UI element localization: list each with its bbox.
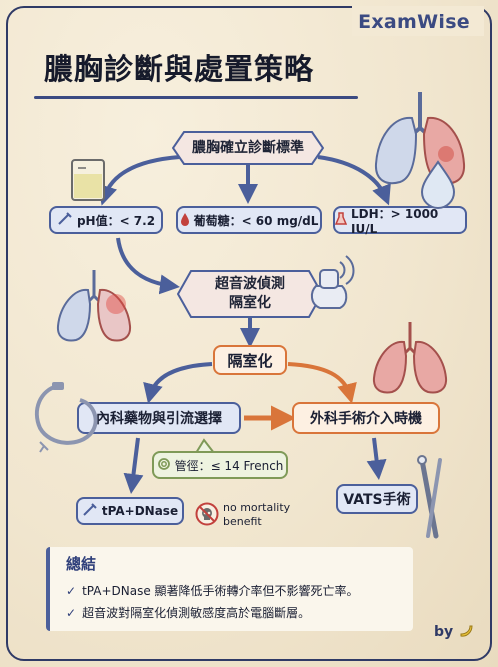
ultrasound-label-line1: 超音波偵測 bbox=[215, 276, 285, 293]
no-mortality-line2: benefit bbox=[223, 514, 262, 528]
criteria-node: 膿胸確立診斷標準 bbox=[172, 131, 324, 165]
no-mortality-skull-icon bbox=[195, 502, 219, 526]
ldh-criterion: LDH：> 1000 IU/L bbox=[333, 206, 467, 236]
summary-item: ✓ tPA+DNase 顯著降低手術轉介率但不影響死亡率。 bbox=[66, 582, 359, 599]
arrow-medical-tpa bbox=[123, 437, 144, 494]
medical-options-node: 內科藥物與引流選擇 bbox=[77, 402, 241, 434]
syringe-icon bbox=[82, 502, 98, 520]
title-underline bbox=[34, 96, 358, 99]
surgical-timing-label: 外科手術介入時機 bbox=[310, 411, 422, 427]
lungs-illustration-left bbox=[56, 270, 132, 342]
summary-item: ✓ 超音波對隔室化偵測敏感度高於電腦斷層。 bbox=[66, 604, 310, 621]
tube-coil-icon bbox=[157, 457, 171, 474]
tpa-dnase-node: tPA+DNase bbox=[76, 497, 184, 525]
medical-options-label: 內科藥物與引流選擇 bbox=[96, 411, 222, 427]
ph-criterion: pH值：< 7.2 bbox=[49, 206, 163, 234]
tube-caliber-bubble: 管徑：≤ 14 French bbox=[152, 451, 288, 479]
tpa-dnase-label: tPA+DNase bbox=[101, 504, 179, 518]
arrow-loculation-surgical bbox=[287, 362, 357, 404]
ldh-label: LDH：> 1000 IU/L bbox=[351, 206, 439, 236]
surgical-instruments-illustration bbox=[417, 455, 442, 539]
criteria-label: 膿胸確立診斷標準 bbox=[192, 139, 304, 156]
criteria-hexagon bbox=[172, 131, 324, 165]
check-icon: ✓ bbox=[66, 584, 77, 598]
droplet-illustration bbox=[420, 160, 456, 209]
summary-item-text: 超音波對隔室化偵測敏感度高於電腦斷層。 bbox=[82, 606, 311, 620]
tube-bubble-tail bbox=[195, 438, 215, 454]
arrow-surgical-vats bbox=[366, 437, 387, 480]
vats-label: VATS手術 bbox=[343, 492, 411, 508]
summary-box: 總結 ✓ tPA+DNase 顯著降低手術轉介率但不影響死亡率。 ✓ 超音波對隔室化… bbox=[46, 547, 413, 631]
ultrasound-label-line2: 隔室化 bbox=[229, 295, 271, 311]
summary-item-text: tPA+DNase 顯著降低手術轉介率但不影響死亡率。 bbox=[82, 584, 359, 598]
arrow-criteria-ph bbox=[97, 155, 181, 206]
banana-icon bbox=[458, 624, 474, 640]
ultrasound-node: 超音波偵測 隔室化 bbox=[177, 270, 323, 318]
lungs-illustration-top bbox=[374, 92, 466, 185]
syringe-icon bbox=[57, 211, 73, 229]
loculation-label: 隔室化 bbox=[227, 351, 273, 370]
flask-icon bbox=[334, 211, 348, 229]
beaker-illustration bbox=[71, 159, 105, 201]
drainage-tube-illustration bbox=[34, 382, 98, 453]
brand-tab bbox=[352, 6, 484, 36]
arrow-criteria-ldh bbox=[317, 155, 391, 206]
check-icon: ✓ bbox=[66, 606, 77, 620]
ultrasound-hexagon bbox=[177, 270, 323, 318]
no-mortality-line1: no mortality bbox=[223, 501, 291, 514]
glucose-criterion: 葡萄糖：< 60 mg/dL bbox=[176, 206, 322, 234]
summary-title: 總結 bbox=[66, 555, 97, 573]
arrow-ph-ultrasound bbox=[116, 237, 180, 295]
no-mortality-note: no mortality benefit bbox=[223, 501, 290, 529]
byline: by bbox=[434, 623, 474, 640]
page-frame bbox=[6, 6, 492, 661]
ultrasound-probe-illustration bbox=[310, 255, 355, 309]
glucose-label: 葡萄糖：< 60 mg/dL bbox=[193, 213, 319, 228]
lungs-illustration-right bbox=[372, 322, 448, 394]
byline-text: by bbox=[434, 624, 454, 640]
vats-node: VATS手術 bbox=[336, 484, 418, 514]
tube-caliber-label: 管徑：≤ 14 French bbox=[174, 458, 284, 473]
ph-label: pH值：< 7.2 bbox=[76, 213, 156, 228]
blood-drop-icon bbox=[180, 212, 190, 229]
arrow-loculation-medical bbox=[143, 362, 213, 404]
brand-logo: ExamWise bbox=[358, 11, 470, 33]
surgical-timing-node: 外科手術介入時機 bbox=[292, 402, 440, 434]
page-title: 膿胸診斷與處置策略 bbox=[44, 52, 315, 86]
loculation-node: 隔室化 bbox=[213, 345, 287, 375]
